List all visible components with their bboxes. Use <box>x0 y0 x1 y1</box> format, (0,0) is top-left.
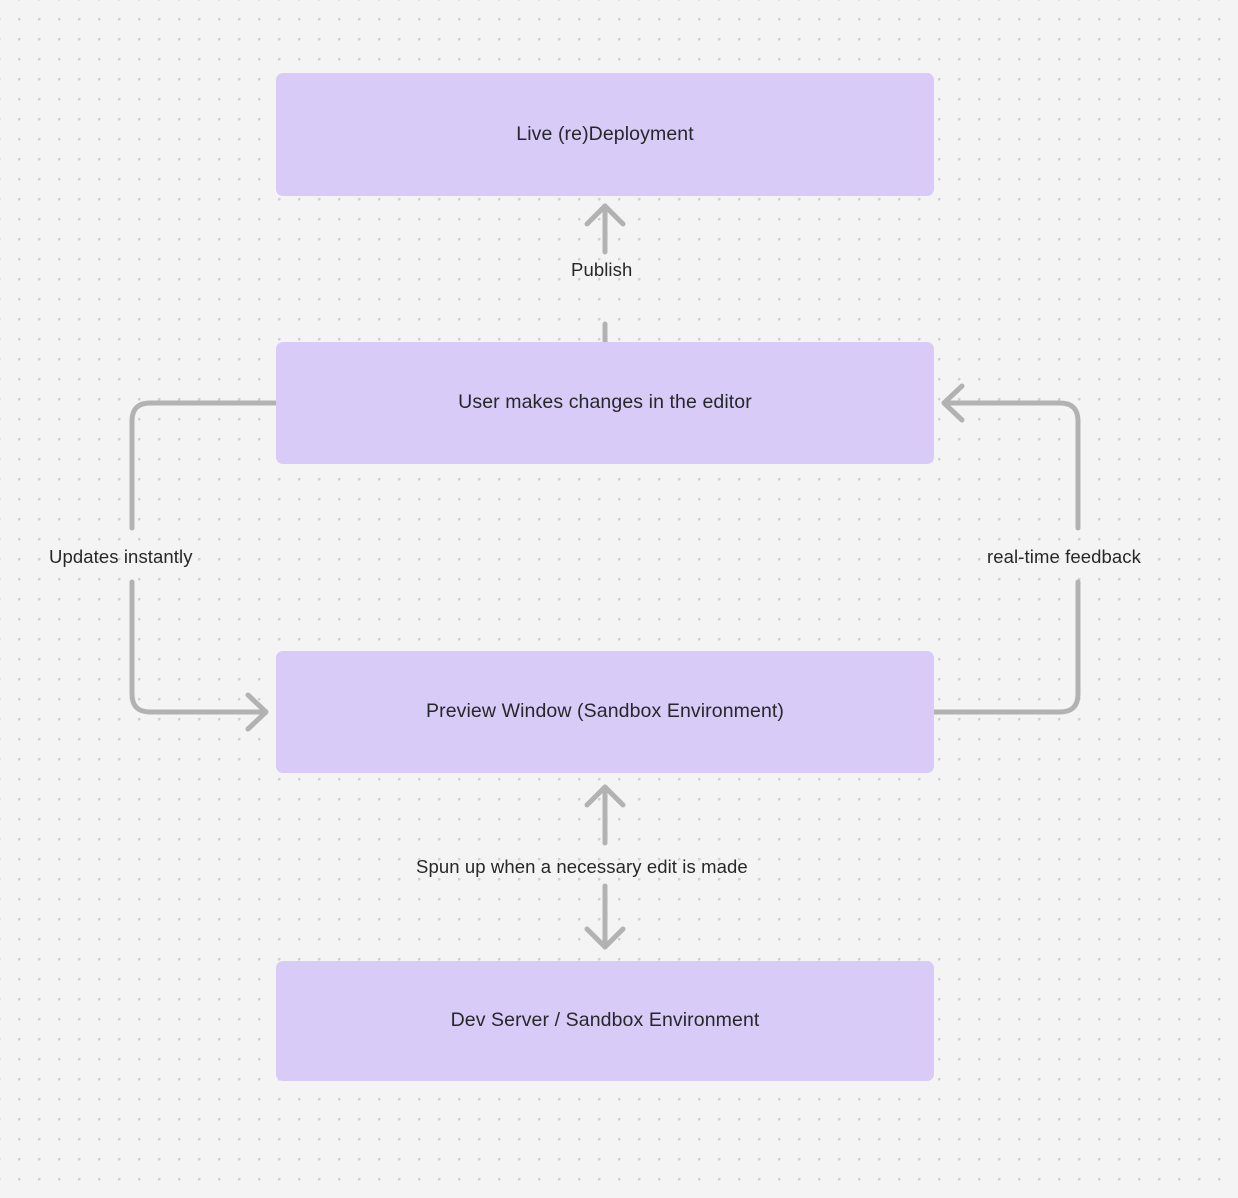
node-dev-server-label: Dev Server / Sandbox Environment <box>450 1009 760 1032</box>
edge-label-spun-up: Spun up when a necessary edit is made <box>416 856 748 877</box>
node-live-deployment-label: Live (re)Deployment <box>516 122 694 145</box>
node-live-deployment[interactable]: Live (re)Deployment <box>276 73 934 196</box>
edge-label-real-time-feedback: real-time feedback <box>987 546 1141 567</box>
node-preview-window[interactable]: Preview Window (Sandbox Environment) <box>276 651 934 773</box>
edge-label-updates-instantly: Updates instantly <box>49 546 193 567</box>
edge-label-publish: Publish <box>571 259 633 280</box>
node-user-changes-label: User makes changes in the editor <box>458 391 752 414</box>
node-preview-window-label: Preview Window (Sandbox Environment) <box>426 700 784 723</box>
node-dev-server[interactable]: Dev Server / Sandbox Environment <box>276 961 934 1081</box>
node-user-changes[interactable]: User makes changes in the editor <box>276 342 934 464</box>
